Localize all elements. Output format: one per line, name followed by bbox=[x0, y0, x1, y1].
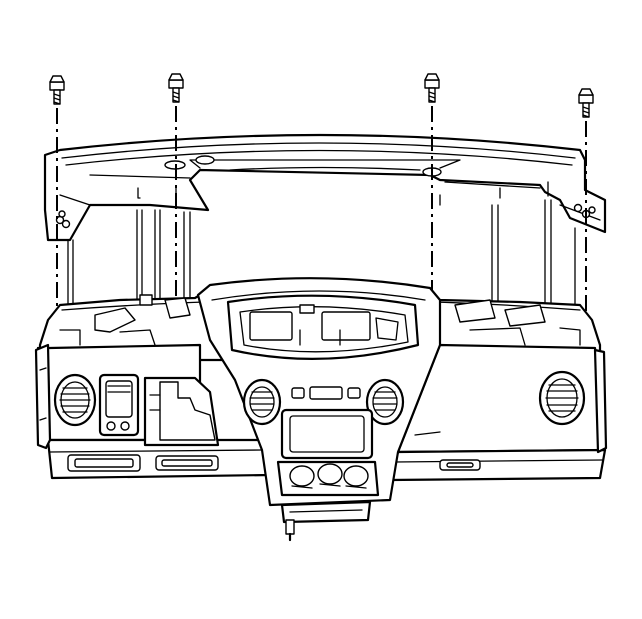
center-console-bezel bbox=[196, 277, 442, 507]
steering-column-opening bbox=[143, 376, 220, 447]
side-end-caps bbox=[34, 343, 608, 454]
right-air-vent bbox=[538, 370, 586, 426]
cross-car-beam bbox=[43, 133, 607, 242]
left-air-vent bbox=[53, 373, 97, 427]
lower-connector-bracket bbox=[280, 500, 372, 542]
bolt-2 bbox=[168, 73, 184, 330]
left-switch-cluster bbox=[98, 373, 140, 437]
bolt-1 bbox=[49, 75, 65, 330]
bolt-4 bbox=[578, 88, 594, 330]
